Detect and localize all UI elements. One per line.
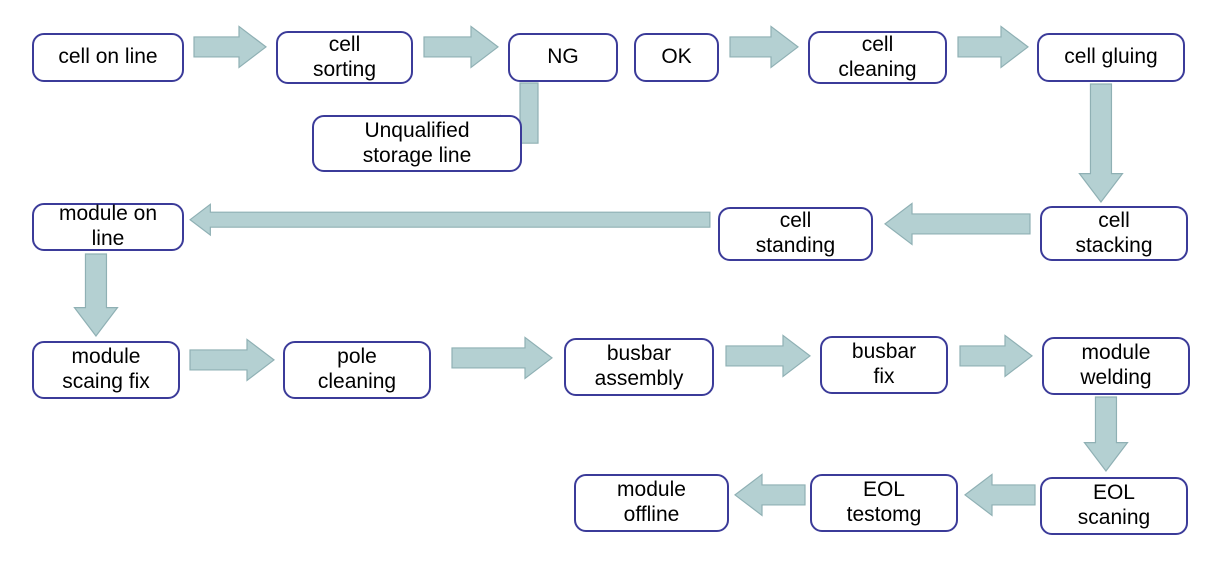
arrow-cell-on-line-to-cell-sorting (193, 25, 267, 69)
arrow-cell-stacking-to-cell-standing (884, 202, 1031, 246)
node-busbar-assembly[interactable]: busbar assembly (564, 338, 714, 396)
node-cell-cleaning[interactable]: cell cleaning (808, 31, 947, 84)
arrow-cell-gluing-to-cell-stacking (1078, 83, 1124, 203)
arrow-busbar-fix-to-module-welding (959, 334, 1033, 378)
node-module-welding[interactable]: module welding (1042, 337, 1190, 395)
node-busbar-fix[interactable]: busbar fix (820, 336, 948, 394)
node-ok[interactable]: OK (634, 33, 719, 82)
arrow-pole-cleaning-to-busbar-assembly (451, 336, 553, 380)
node-cell-standing[interactable]: cell standing (718, 207, 873, 261)
node-cell-gluing[interactable]: cell gluing (1037, 33, 1185, 82)
node-module-offline[interactable]: module offline (574, 474, 729, 532)
arrow-module-scaing-fix-to-pole-cleaning (189, 338, 275, 382)
node-ng[interactable]: NG (508, 33, 618, 82)
node-cell-on-line[interactable]: cell on line (32, 33, 184, 82)
arrow-eol-testomg-to-module-offline (734, 473, 806, 517)
arrow-cell-standing-to-module-on-line (189, 203, 711, 237)
arrow-cell-sorting-to-ng (423, 25, 499, 69)
node-eol-testomg[interactable]: EOL testomg (810, 474, 958, 532)
node-module-on-line[interactable]: module on line (32, 202, 184, 251)
node-cell-stacking[interactable]: cell stacking (1040, 206, 1188, 261)
node-pole-cleaning[interactable]: pole cleaning (283, 341, 431, 399)
node-eol-scaning[interactable]: EOL scaning (1040, 477, 1188, 535)
arrow-eol-scaning-to-eol-testomg (964, 473, 1036, 517)
node-module-scaing-fix[interactable]: module scaing fix (32, 341, 180, 399)
arrow-ok-to-cell-cleaning (729, 25, 799, 69)
arrow-busbar-assembly-to-busbar-fix (725, 334, 811, 378)
arrow-module-welding-to-eol-scaning (1083, 396, 1129, 472)
node-cell-sorting[interactable]: cell sorting (276, 31, 413, 84)
node-unqualified-storage[interactable]: Unqualified storage line (312, 115, 522, 172)
arrow-module-on-line-to-module-scaing-fix (73, 253, 119, 337)
arrow-cell-cleaning-to-cell-gluing (957, 25, 1029, 69)
